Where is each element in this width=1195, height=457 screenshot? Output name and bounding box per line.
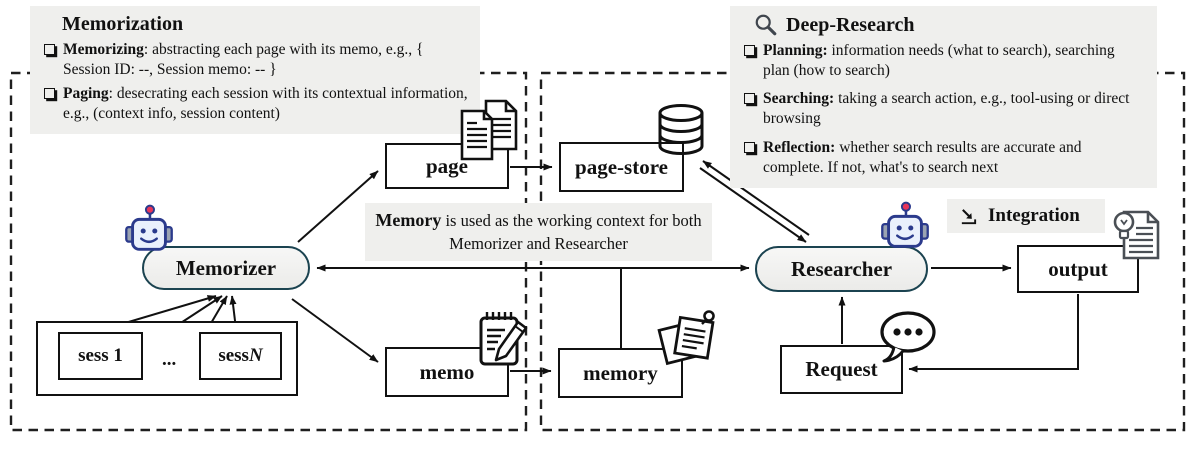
output-label: output (1048, 256, 1108, 281)
sess-1-label: sess 1 (78, 345, 123, 366)
note-item: Memorizing: abstracting each page with i… (38, 40, 472, 80)
checkbox-bullet-icon (744, 141, 755, 153)
robot-icon (881, 201, 929, 248)
note-item-rest: taking a search action, e.g., tool-using… (763, 90, 1130, 128)
sess-1-node: sess 1 (58, 332, 143, 380)
note-item-text: Planning: information needs (what to sea… (763, 41, 1135, 81)
speech-bubble-icon (880, 311, 936, 363)
note-item-lead: Paging (63, 85, 109, 103)
deep-research-title-row: Deep-Research (754, 13, 1149, 37)
sess-n-node: sess N (199, 332, 282, 380)
integration-label: Integration (947, 199, 1105, 233)
checkbox-bullet-icon (44, 44, 55, 55)
sticky-notes-icon (657, 310, 715, 366)
note-item-text: Searching: taking a search action, e.g.,… (763, 89, 1145, 129)
deep-research-note: Deep-Research Planning: information need… (730, 6, 1157, 188)
sess-n-label: sess (218, 345, 249, 366)
memory-label: memory (583, 360, 658, 385)
note-item: Searching: taking a search action, e.g.,… (738, 89, 1149, 129)
memorizer-agent: Memorizer (142, 246, 310, 290)
memo-label: memo (419, 359, 475, 384)
note-item-lead: Reflection: (763, 138, 836, 156)
checkbox-bullet-icon (744, 45, 755, 56)
checkbox-bullet-icon (744, 93, 755, 105)
memory-note-text: Memory is used as the working context fo… (371, 209, 706, 255)
note-item-lead: Memorizing (63, 41, 144, 58)
note-item: Paging: desecrating each session with it… (38, 84, 472, 124)
arrow-output-to-request (908, 294, 1079, 373)
output-node: output (1017, 245, 1139, 293)
integration-text: Integration (988, 205, 1080, 226)
checkbox-bullet-icon (44, 88, 55, 100)
memory-note-lead: Memory (375, 210, 442, 231)
document-lightbulb-icon (1113, 210, 1160, 260)
memorizer-label: Memorizer (175, 255, 277, 280)
database-icon (658, 104, 704, 155)
memorization-note: Memorization Memorizing: abstracting eac… (30, 6, 480, 134)
note-item-text: Paging: desecrating each session with it… (63, 84, 471, 124)
page-store-label: page-store (575, 154, 668, 179)
request-node: Request (780, 345, 903, 394)
sessions-group: sess 1 ... sess N (36, 321, 298, 396)
arrow-southeast-corner-icon (961, 208, 977, 224)
note-item-text: Reflection: whether search results are a… (763, 138, 1135, 178)
notepad-pencil-icon (479, 312, 528, 366)
researcher-agent: Researcher (755, 246, 928, 292)
request-label: Request (805, 357, 878, 381)
sessions-ellipsis: ... (162, 349, 177, 370)
arrow-pagestore-to-researcher (699, 167, 807, 243)
note-item-lead: Searching: (763, 90, 835, 108)
note-item-text: Memorizing: abstracting each page with i… (63, 40, 459, 80)
note-item-rest: whether search results are accurate and … (763, 138, 1082, 176)
arrow-researcher-to-pagestore (702, 160, 810, 236)
note-item-rest: : abstracting each page with its memo, e… (63, 41, 424, 79)
memorization-title: Memorization (62, 13, 184, 35)
note-item-rest: information needs (what to search), sear… (763, 42, 1115, 80)
magnifier-icon (755, 14, 777, 36)
robot-icon (125, 204, 173, 251)
memory-note: Memory is used as the working context fo… (365, 203, 712, 261)
memo-node: memo (385, 347, 509, 397)
note-item: Reflection: whether search results are a… (738, 138, 1149, 178)
deep-research-title: Deep-Research (786, 13, 915, 36)
memory-note-rest: is used as the working context for both … (441, 211, 702, 253)
note-item-rest: : desecrating each session with its cont… (63, 85, 468, 123)
note-item-lead: Planning: (763, 42, 828, 59)
sess-n-variable: N (248, 345, 263, 366)
researcher-label: Researcher (790, 256, 893, 281)
arrow-memorizer-to-memo (291, 298, 379, 363)
documents-icon (460, 99, 518, 161)
page-node: page (385, 143, 509, 189)
note-item: Planning: information needs (what to sea… (738, 41, 1149, 81)
memory-node: memory (558, 348, 683, 398)
arrow-memorizer-to-page (297, 170, 379, 243)
